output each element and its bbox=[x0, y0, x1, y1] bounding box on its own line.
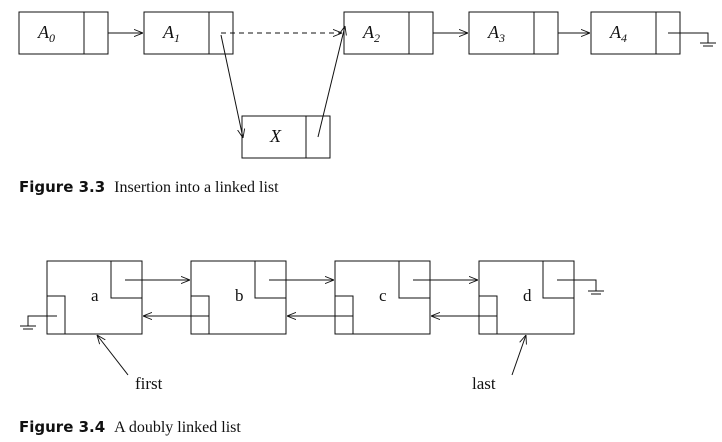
dll-node-c: c bbox=[334, 260, 431, 335]
list-node-a3: A3 bbox=[468, 11, 559, 55]
dll-node-d: d bbox=[478, 260, 575, 335]
last-pointer-arrow bbox=[511, 335, 526, 376]
node-label-d: d bbox=[523, 286, 532, 305]
dll-node-b: b bbox=[190, 260, 287, 335]
list-node-a2: A2 bbox=[343, 11, 434, 55]
null-ground-icon bbox=[557, 279, 604, 295]
figure-3-3: A0 A1 A2 A3 A4 X bbox=[18, 11, 716, 196]
node-label-a1: A1 bbox=[162, 22, 180, 45]
last-pointer-label: last bbox=[472, 374, 496, 393]
null-ground-icon bbox=[20, 315, 57, 330]
dll-node-a: a bbox=[46, 260, 143, 335]
arrow-x-a2 bbox=[317, 26, 345, 138]
list-node-a1: A1 bbox=[143, 11, 234, 55]
first-pointer-arrow bbox=[97, 335, 129, 376]
node-label-a4: A4 bbox=[609, 22, 627, 45]
node-label-c: c bbox=[379, 286, 387, 305]
list-node-x: X bbox=[241, 115, 331, 159]
node-label-a2: A2 bbox=[362, 22, 380, 45]
node-label-x: X bbox=[269, 126, 282, 146]
node-label-a0: A0 bbox=[37, 22, 55, 45]
node-label-b: b bbox=[235, 286, 244, 305]
node-label-a: a bbox=[91, 286, 99, 305]
arrow-a1-x bbox=[220, 34, 243, 138]
null-ground-icon bbox=[668, 32, 716, 47]
list-node-a0: A0 bbox=[18, 11, 109, 55]
figure-3-4: a b c d bbox=[19, 260, 604, 436]
list-node-a4: A4 bbox=[590, 11, 681, 55]
node-label-a3: A3 bbox=[487, 22, 505, 45]
first-pointer-label: first bbox=[135, 374, 163, 393]
